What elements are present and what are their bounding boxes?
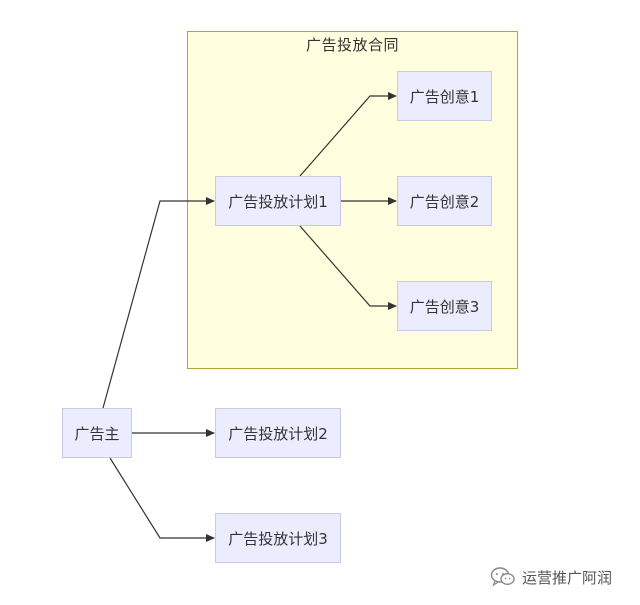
node-plan-2: 广告投放计划2 (215, 408, 341, 458)
node-plan-3: 广告投放计划3 (215, 513, 341, 563)
edge-advertiser-plan3 (109, 457, 215, 542)
node-advertiser: 广告主 (62, 408, 132, 458)
edge-plan1-creative1 (299, 92, 397, 177)
node-creative-2: 广告创意2 (397, 176, 492, 226)
wechat-icon (490, 567, 515, 587)
edge-advertiser-plan1 (102, 197, 215, 409)
edge-plan1-creative3 (299, 225, 397, 310)
node-creative-3: 广告创意3 (397, 281, 492, 331)
node-plan-1: 广告投放计划1 (215, 176, 341, 226)
node-creative-1: 广告创意1 (397, 71, 492, 121)
watermark: 运营推广阿润 (490, 565, 612, 589)
watermark-text: 运营推广阿润 (522, 568, 613, 587)
cluster-title: 广告投放合同 (305, 36, 399, 54)
